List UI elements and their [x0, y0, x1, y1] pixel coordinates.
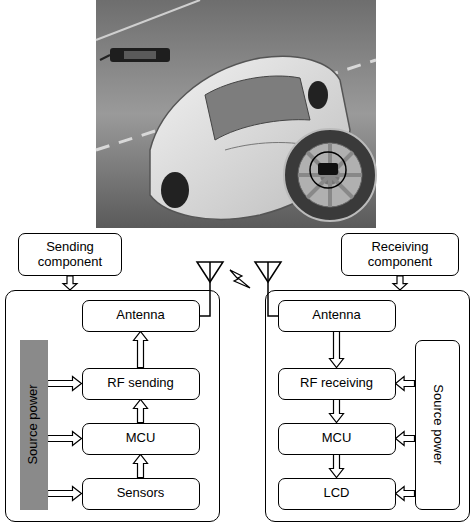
- block-arrow: [393, 276, 407, 290]
- node-text: RF sending: [107, 376, 173, 391]
- process-box: MCU: [82, 423, 200, 455]
- car-photo: [96, 0, 376, 228]
- node-text: Source power: [26, 384, 41, 464]
- process-box: MCU: [278, 423, 396, 455]
- block-arrow: [134, 400, 148, 423]
- block-arrow: [48, 377, 82, 391]
- node-text: Sending component: [19, 240, 121, 270]
- node-text: Source power: [430, 384, 445, 464]
- block-arrow: [396, 377, 415, 391]
- block-arrow: [396, 432, 415, 446]
- power-bar: Source power: [20, 340, 48, 510]
- block-arrow: [134, 455, 148, 478]
- module-container: Antenna RF receivingMCU LCD Source power: [265, 290, 470, 522]
- block-arrow: [48, 487, 82, 501]
- label-box: Sending component: [18, 233, 122, 276]
- block-arrow: [330, 400, 344, 423]
- module-container: Antenna RF sendingMCU Sensors Source power: [5, 290, 220, 522]
- process-box: RF receiving: [278, 368, 396, 400]
- process-box: Sensors: [82, 478, 200, 510]
- node-text: LCD: [323, 486, 349, 501]
- power-box: Source power: [415, 340, 460, 510]
- block-arrow: [134, 332, 148, 368]
- block-arrow: [63, 276, 77, 290]
- node-text: Receiving component: [342, 240, 458, 270]
- node-text: Antenna: [116, 308, 164, 323]
- block-arrow: [396, 487, 415, 501]
- node-text: MCU: [322, 431, 352, 446]
- process-box: LCD: [278, 478, 396, 510]
- block-arrow: [330, 332, 344, 368]
- node-text: MCU: [126, 431, 156, 446]
- label-box: Receiving component: [341, 233, 459, 276]
- node-text: Sensors: [117, 486, 165, 501]
- wireless-symbol: [230, 270, 250, 288]
- block-arrow: [330, 455, 344, 478]
- block-arrow: [48, 432, 82, 446]
- node-text: Antenna: [312, 308, 360, 323]
- process-box: RF sending: [82, 368, 200, 400]
- node-text: RF receiving: [300, 376, 373, 391]
- process-box: Antenna: [278, 300, 396, 332]
- process-box: Antenna: [82, 300, 200, 332]
